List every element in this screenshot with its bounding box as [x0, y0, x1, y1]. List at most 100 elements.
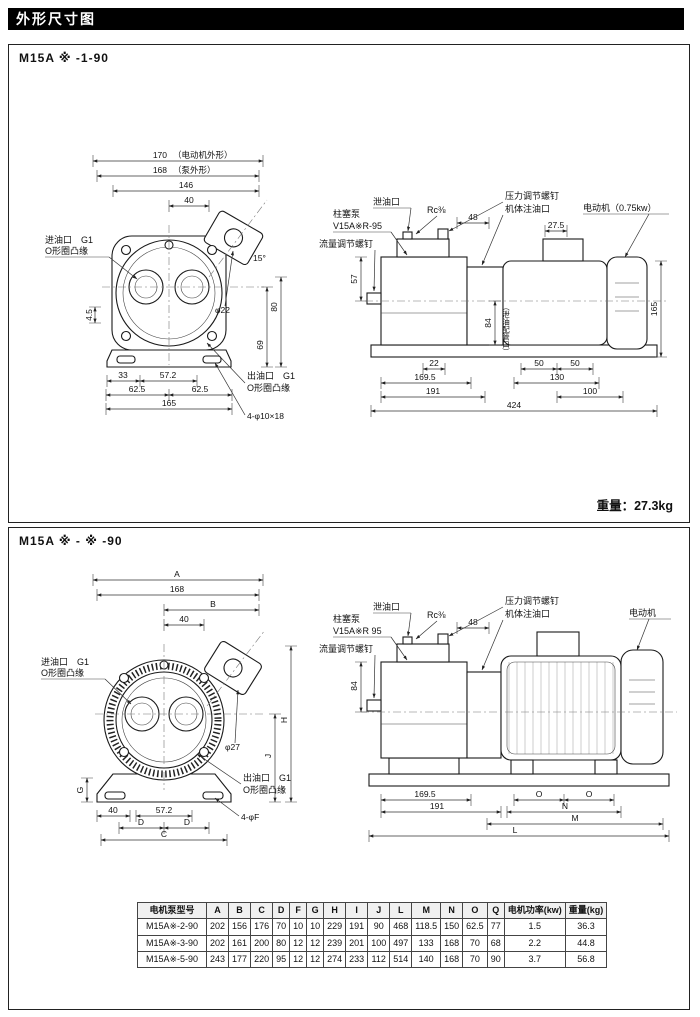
- pump-front-view: [102, 199, 268, 368]
- dim-168-label: 168: [153, 165, 167, 175]
- value-cell: 202: [205, 918, 230, 936]
- table-header-cell: F: [289, 901, 308, 920]
- inlet-flange-label: O形圈凸缘: [41, 667, 84, 678]
- dim-4-5-label: 4.5: [84, 309, 94, 321]
- section1-title: M15A ※ -1-90: [19, 51, 109, 65]
- value-cell: 514: [389, 950, 413, 969]
- value-cell: 36.3: [564, 918, 608, 936]
- model-cell: M15A※-3-90: [137, 934, 207, 952]
- value-cell: 112: [367, 950, 391, 969]
- dim-168-label: 168: [170, 584, 184, 594]
- weight-note: 重量：27.3kg: [596, 499, 673, 513]
- section-m15a-x-90: M15A ※ - ※ -90: [8, 527, 690, 1010]
- table-header-cell: B: [228, 901, 252, 920]
- table-header-cell: H: [323, 901, 347, 920]
- dim-62-5b-label: 62.5: [192, 384, 209, 394]
- value-cell: 3.7: [503, 950, 566, 969]
- page-title: 外形尺寸图: [8, 8, 684, 30]
- dim-80-label: 80: [269, 302, 279, 312]
- value-cell: 150: [440, 918, 464, 936]
- pressure-screw-label: 压力调节螺钉: [505, 595, 559, 606]
- value-cell: 156: [228, 918, 252, 936]
- dim-A-label: A: [174, 569, 180, 579]
- motor-label: 电动机: [629, 607, 656, 618]
- value-cell: 161: [228, 934, 252, 952]
- table-header-cell: 电机泵型号: [137, 901, 207, 920]
- drain-pipe-note: （泄油配管口）: [501, 303, 510, 356]
- value-cell: 140: [411, 950, 442, 969]
- inlet-connector: [203, 210, 264, 266]
- value-cell: 233: [345, 950, 369, 969]
- table-header-cell: A: [205, 901, 230, 920]
- value-cell: 10: [289, 918, 308, 936]
- model-cell: M15A※-2-90: [137, 918, 207, 936]
- value-cell: 12: [289, 934, 308, 952]
- value-cell: 176: [250, 918, 274, 936]
- dim-48-label: 48: [468, 617, 478, 627]
- dim-191-label: 191: [430, 801, 444, 811]
- pump-motor-side-view-2: [361, 631, 677, 787]
- dim-D2-label: D: [184, 817, 190, 827]
- oil-fill-label: 机体注油口: [505, 203, 550, 214]
- value-cell: 118.5: [411, 918, 442, 936]
- value-cell: 80: [272, 934, 291, 952]
- outlet-flange-label: O形圈凸缘: [247, 382, 290, 393]
- flow-screw-label: 流量调节螺钉: [319, 643, 373, 654]
- dim-40-label: 40: [179, 614, 189, 624]
- dim-169-5-label: 169.5: [414, 372, 436, 382]
- dim-424-label: 424: [507, 400, 521, 410]
- value-cell: 133: [411, 934, 442, 952]
- dim-48-label: 48: [468, 212, 478, 222]
- mount-holes-label: 4-φF: [241, 812, 259, 822]
- value-cell: 12: [306, 934, 325, 952]
- dim-168-note: （泵外形）: [173, 165, 216, 175]
- drain-thread-label: Rc⅜: [427, 205, 446, 215]
- drain-thread-label: Rc⅜: [427, 610, 446, 620]
- section-m15a-1-90: M15A ※ -1-90: [8, 44, 690, 523]
- value-cell: 191: [345, 918, 369, 936]
- value-cell: 90: [486, 950, 505, 969]
- dim-B-label: B: [210, 599, 216, 609]
- dim-phi27-label: φ27: [225, 742, 240, 752]
- front-dimensions-2: A 168 B 40 进油口 G1 O形圈凸缘 G: [41, 569, 297, 846]
- flow-screw-label: 流量调节螺钉: [319, 238, 373, 249]
- value-cell: 95: [272, 950, 291, 969]
- value-cell: 168: [440, 950, 464, 969]
- dim-146-label: 146: [179, 180, 193, 190]
- value-cell: 100: [367, 934, 391, 952]
- side-dimensions-2: 泄油口 Rc⅜ 48 压力调节螺钉 机体注油口 电动机 柱塞泵 V15A※R 9…: [319, 595, 671, 842]
- dim-40b-label: 40: [108, 805, 118, 815]
- value-cell: 220: [250, 950, 274, 969]
- dim-H-label: H: [279, 717, 289, 723]
- dim-J-label: J: [263, 754, 273, 758]
- inlet-connector-2: [204, 640, 262, 696]
- dim-M-label: M: [571, 813, 578, 823]
- table-header-cell: Q: [486, 901, 505, 920]
- table-header-cell: D: [272, 901, 291, 920]
- dim-57-label: 57: [349, 274, 359, 284]
- table-header-cell: M: [411, 901, 442, 920]
- piston-pump-label: 柱塞泵: [333, 613, 360, 624]
- dim-C-label: C: [161, 829, 167, 839]
- dim-170-label: 170: [153, 150, 167, 160]
- table-header-cell: C: [250, 901, 274, 920]
- value-cell: 202: [205, 934, 230, 952]
- dim-69-label: 69: [255, 340, 265, 350]
- value-cell: 56.8: [564, 950, 608, 969]
- dim-57-2-label: 57.2: [156, 805, 173, 815]
- table-header-cell: 重量(kg): [564, 901, 608, 920]
- value-cell: 239: [323, 934, 347, 952]
- value-cell: 70: [272, 918, 291, 936]
- outlet-flange-label: O形圈凸缘: [243, 784, 286, 795]
- pump-model-label: V15A※R-95: [333, 221, 382, 231]
- dim-165-label: 165: [162, 398, 176, 408]
- value-cell: 200: [250, 934, 274, 952]
- inlet-port-label: 进油口 G1: [45, 234, 93, 245]
- dim-57-2-label: 57.2: [160, 370, 177, 380]
- dim-phi22-label: φ22: [215, 305, 230, 315]
- value-cell: 468: [389, 918, 413, 936]
- value-cell: 168: [440, 934, 464, 952]
- value-cell: 177: [228, 950, 252, 969]
